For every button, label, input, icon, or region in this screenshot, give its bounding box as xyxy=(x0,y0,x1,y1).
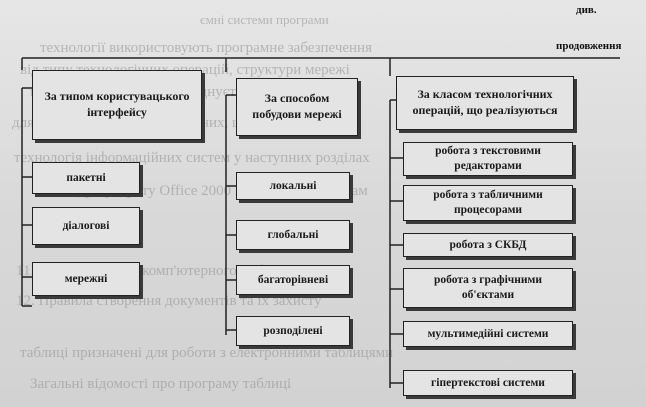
node-dialog: діалогові xyxy=(32,207,140,245)
node-dbms: робота з СКБД xyxy=(403,233,573,257)
background-text: ємні системи програми xyxy=(200,12,329,27)
node-hypertext: гіпертекстові системи xyxy=(403,370,573,396)
node-multilevel: багаторівневі xyxy=(236,265,350,295)
background-text: 12. Правила створення документів та їх з… xyxy=(16,293,322,309)
node-distributed: розподілені xyxy=(236,316,350,346)
node-multimedia: мультимедійні системи xyxy=(403,321,573,347)
node-spreadsheets: робота з табличними процесорами xyxy=(403,185,573,221)
background-text: Загальні відомості про програму таблиці xyxy=(30,376,292,392)
node-local: локальні xyxy=(236,172,350,200)
continuation-label-top: див. xyxy=(576,4,597,16)
node-network: мережні xyxy=(32,262,140,296)
node-batch: пакетні xyxy=(32,162,140,194)
node-global: глобальні xyxy=(236,220,350,250)
continuation-label-bottom: продовження xyxy=(556,40,622,52)
node-graphics: робота з графічними об'єктами xyxy=(403,268,573,308)
header-network-construction: За способом побудови мережі xyxy=(236,78,358,136)
background-text: технології використовують програмне забе… xyxy=(40,40,372,56)
header-operations-class: За класом технологічних операцій, що реа… xyxy=(396,76,574,130)
background-text: таблиці призначені для роботи з електрон… xyxy=(20,345,394,361)
node-text-editors: робота з текстовими редакторами xyxy=(403,142,573,176)
header-interface-type: За типом користувацького інтерфейсу xyxy=(32,70,202,140)
